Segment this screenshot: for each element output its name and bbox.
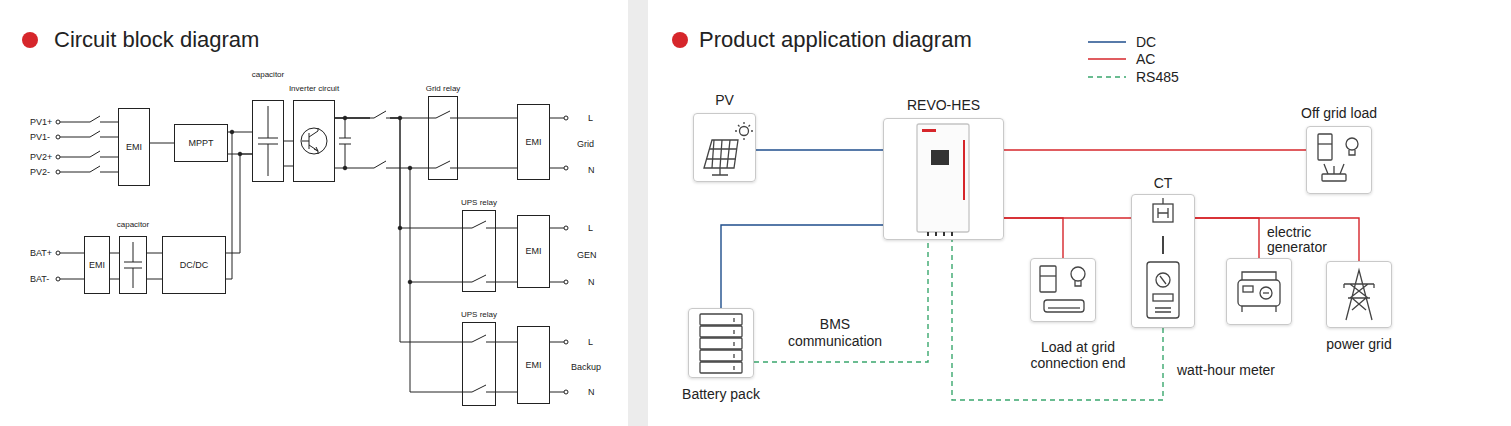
legend-line (1088, 76, 1126, 77)
edge-label: BMS communication (780, 316, 890, 350)
device-box: power grid (1326, 261, 1392, 328)
box-heading: UPS relay (461, 310, 497, 319)
device-box: REVO-HES (883, 118, 1004, 240)
panel-title: Product application diagram (699, 27, 972, 52)
terminal-name: N (588, 165, 595, 175)
block-box: capacitor (252, 100, 284, 182)
legend-line (1088, 58, 1126, 59)
block-box: UPS relay (462, 322, 496, 406)
box-heading: Load at grid connection end (1017, 339, 1139, 371)
box-heading: REVO-HES (907, 97, 980, 113)
box-heading: Inverter circuit (289, 84, 339, 93)
wire-connector (284, 141, 293, 142)
box-heading: Off grid load (1301, 105, 1377, 121)
block-box: EMI (118, 108, 150, 186)
box-heading: CT (1154, 175, 1173, 191)
box-heading: UPS relay (461, 198, 497, 207)
device-box: CTwatt-hour meter (1131, 194, 1195, 328)
block-box: EMI (84, 236, 110, 294)
block-box: EMI (517, 104, 550, 180)
wire-connector (150, 143, 174, 144)
block-box: UPS relay (462, 210, 496, 292)
box-heading: PV (715, 92, 734, 108)
device-box: electric generator (1226, 258, 1292, 325)
box-label: EMI (525, 360, 541, 370)
wire-connector (1004, 218, 1063, 258)
block-box: DC/DC (162, 236, 226, 294)
terminal-name: L (588, 113, 593, 123)
terminal-name: L (588, 223, 593, 233)
right-icons (700, 122, 1374, 373)
panel-title: Circuit block diagram (54, 27, 259, 52)
pin-name: PV1+ (30, 117, 52, 127)
port-name: Backup (571, 362, 601, 372)
wire-connector (496, 228, 517, 229)
box-label: EMI (525, 246, 541, 256)
port-name: Grid (577, 139, 594, 149)
box-label: DC/DC (180, 260, 209, 270)
box-label: EMI (525, 137, 541, 147)
wire-connector (721, 225, 883, 308)
block-box: EMI (517, 326, 550, 404)
pin-name: PV2- (30, 167, 50, 177)
wire-connector (1195, 218, 1359, 261)
wire-connector (335, 118, 462, 342)
terminal-name: L (588, 337, 593, 347)
wire-connector (1195, 218, 1259, 258)
wire-connector (496, 342, 517, 343)
wire-connector (458, 118, 517, 119)
block-box: Inverter circuit (293, 100, 335, 182)
block-box: MPPT (174, 124, 228, 162)
pin-name: PV2+ (30, 152, 52, 162)
box-heading: power grid (1326, 336, 1391, 352)
box-heading: Battery pack (682, 386, 760, 402)
device-box: PV (693, 113, 756, 182)
legend-line (1088, 41, 1126, 42)
terminal-name: N (588, 277, 595, 287)
box-label: MPPT (188, 138, 213, 148)
left-wiring (56, 106, 568, 394)
box-heading: watt-hour meter (1177, 362, 1307, 378)
wire-connector (226, 154, 252, 253)
device-box: Load at grid connection end (1030, 258, 1096, 322)
wire-connector (335, 118, 462, 228)
block-box: capacitor (119, 236, 147, 294)
pin-name: BAT- (30, 274, 49, 284)
box-label: EMI (89, 260, 105, 270)
wire-connector (756, 149, 883, 150)
rs485-line (754, 240, 928, 362)
wire-connector (1004, 217, 1131, 218)
box-label: EMI (126, 142, 142, 152)
device-box: Off grid load (1306, 126, 1372, 194)
pin-name: BAT+ (30, 248, 52, 258)
wire-connector (110, 253, 119, 254)
wire-connector (1004, 149, 1306, 150)
box-heading: capacitor (252, 70, 284, 79)
block-box: Grid relay (428, 96, 458, 180)
wire-connector (147, 253, 162, 254)
legend-text: AC (1136, 51, 1155, 67)
box-heading: Grid relay (426, 84, 461, 93)
box-heading: capacitor (117, 220, 149, 229)
box-heading: electric generator (1267, 225, 1347, 255)
pin-name: PV1- (30, 132, 50, 142)
legend-text: DC (1136, 34, 1156, 50)
port-name: GEN (577, 250, 597, 260)
device-box: Battery pack (688, 308, 754, 378)
block-box: EMI (517, 215, 550, 288)
terminal-name: N (588, 387, 595, 397)
legend-text: RS485 (1136, 69, 1179, 85)
